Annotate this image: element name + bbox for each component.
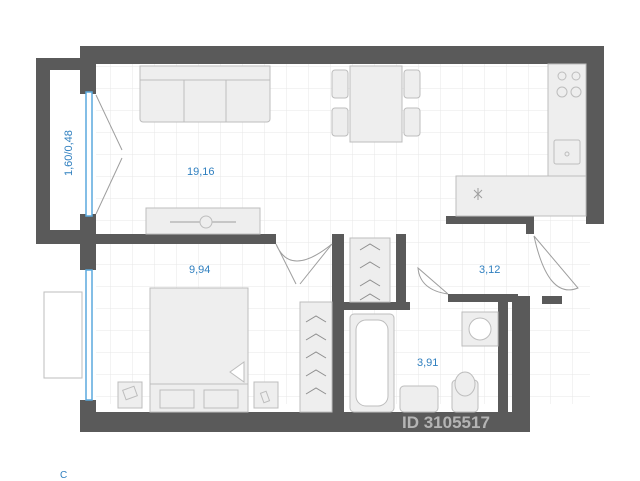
kitchen <box>455 63 587 217</box>
hall-area-label: 3,12 <box>479 264 500 276</box>
living-room-area-label: 19,16 <box>187 166 215 178</box>
balcony-floor <box>48 70 84 230</box>
bedroom-window <box>85 269 93 401</box>
balcony-window <box>85 91 93 217</box>
bathroom-fixtures <box>349 311 499 413</box>
bed <box>117 287 279 413</box>
sofa <box>139 65 271 123</box>
tv-unit <box>145 207 261 235</box>
balcony-walls <box>36 58 86 244</box>
bedroom-window-sill <box>43 291 83 379</box>
walls <box>80 46 604 432</box>
door-swings <box>95 94 579 295</box>
dining-table <box>331 65 421 143</box>
windows <box>43 91 93 401</box>
bathroom-area-label: 3,91 <box>417 357 438 369</box>
bedroom-area-label: 9,94 <box>189 264 210 276</box>
watermark: ID 3105517 <box>402 413 490 432</box>
balcony-area-label: 1,60/0,48 <box>63 130 75 176</box>
wardrobe-hall <box>349 237 391 303</box>
wardrobe-bedroom <box>299 301 333 413</box>
watermark-text: ID 3105517 <box>402 413 490 432</box>
compass-north-label: С <box>60 470 68 481</box>
